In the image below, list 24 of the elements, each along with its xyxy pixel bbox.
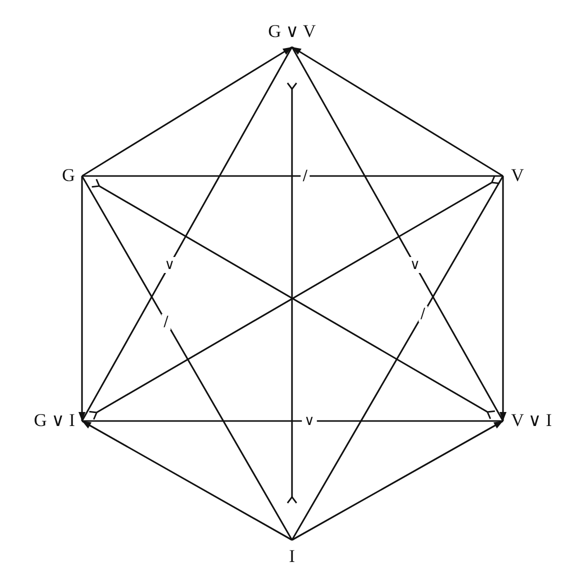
connector-line [81, 176, 293, 540]
vertex-label: I [286, 540, 298, 567]
arrow [292, 420, 504, 541]
connector-line [81, 46, 293, 422]
fork-ended-line [286, 82, 298, 504]
connector-line [291, 46, 504, 422]
vertex-label: G ∨ V [265, 22, 319, 47]
vertex-label: V ∨ I [503, 411, 554, 431]
connector-line [82, 420, 503, 422]
connector-line [82, 175, 503, 177]
vertex-label: G ∨ I [32, 411, 82, 431]
edge-label: / [418, 306, 428, 322]
arrow [292, 46, 504, 177]
vertex-label: V [503, 166, 526, 186]
vertex-label: G [60, 166, 82, 186]
arrow [78, 176, 86, 421]
edge-label: ∨ [408, 257, 422, 274]
edge-label: ∨ [162, 257, 177, 274]
connector-line [291, 176, 504, 540]
edge-label: / [162, 314, 170, 330]
arrow [500, 176, 506, 421]
arrow [82, 420, 292, 541]
arrow [82, 46, 292, 177]
edge-label: / [300, 168, 310, 184]
